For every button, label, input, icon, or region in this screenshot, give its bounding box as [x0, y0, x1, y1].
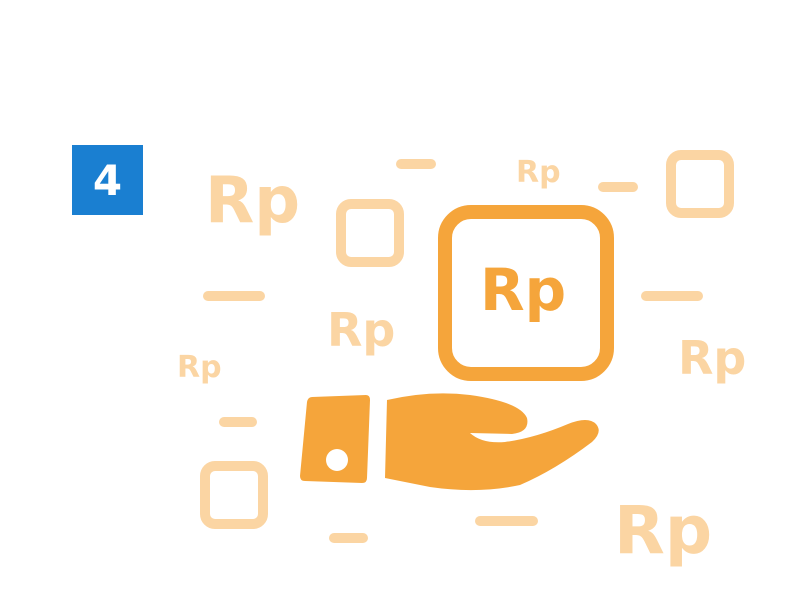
- step-number-badge: 4: [72, 145, 143, 215]
- rupiah-card-icon: [438, 205, 614, 381]
- faded-rp-text: Rp: [327, 303, 395, 357]
- square-outline-icon: [336, 199, 404, 267]
- square-outline-icon: [200, 461, 268, 529]
- faded-rp-text: Rp: [678, 331, 746, 385]
- rupiah-card-label: Rp: [480, 256, 566, 324]
- hand-cuff-icon: [300, 395, 370, 483]
- faded-rp-text: Rp: [205, 164, 300, 238]
- step-number: 4: [92, 155, 123, 205]
- square-outline-icon: [666, 150, 734, 218]
- faded-rp-text: Rp: [516, 155, 561, 190]
- faded-rp-text: Rp: [614, 492, 712, 569]
- hand-icon: [385, 393, 599, 491]
- cuff-button-icon: [326, 449, 348, 471]
- faded-rp-text: Rp: [177, 350, 222, 385]
